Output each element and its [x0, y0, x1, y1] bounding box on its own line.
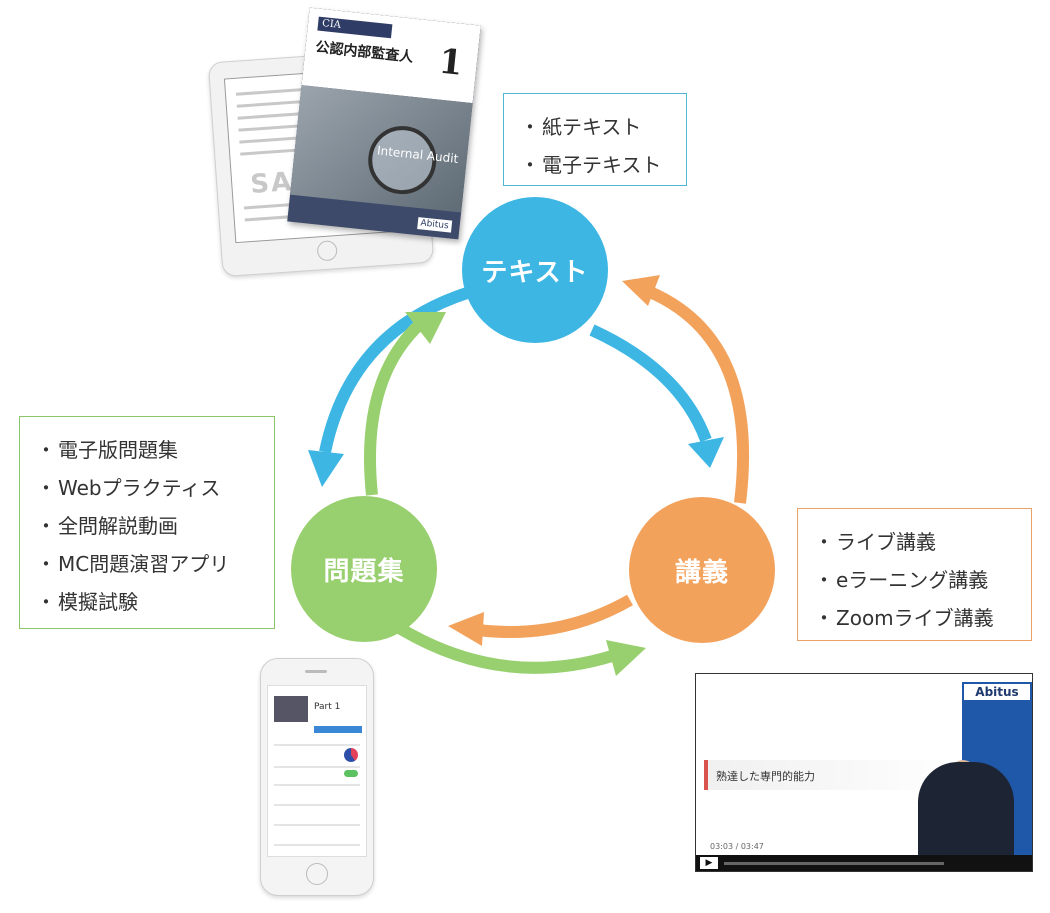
phone-toggle-icon	[344, 770, 358, 777]
arrow-text-to-lecture	[589, 324, 712, 443]
lecture-video-image: Abitus 熟達した専門的能力 03:03 / 03:47 ▶	[695, 673, 1033, 872]
phone-thumbnail	[274, 696, 308, 722]
video-slide	[704, 760, 963, 790]
text-item: 紙テキスト	[520, 108, 668, 146]
video-control-bar: ▶	[696, 855, 1032, 871]
arrow-text-to-problems	[319, 286, 472, 454]
node-lecture-label: 講義	[674, 557, 729, 588]
arrowhead-problems-to-lecture	[606, 640, 646, 676]
problems-item: Webプラクティス	[36, 469, 256, 507]
book-logo: Abitus	[416, 217, 453, 233]
node-lecture: 講義	[629, 497, 775, 643]
arrowhead-text-to-lecture	[688, 437, 724, 468]
lecture-item: eラーニング講義	[814, 561, 1013, 599]
node-text-label: テキスト	[481, 257, 589, 288]
node-problems: 問題集	[291, 496, 437, 642]
text-items-box: 紙テキスト 電子テキスト	[503, 93, 687, 186]
arrowhead-text-to-problems	[308, 450, 344, 487]
node-text: テキスト	[462, 197, 608, 343]
problems-items-box: 電子版問題集 Webプラクティス 全問解説動画 MC問題演習アプリ 模擬試験	[19, 416, 275, 629]
lecture-item: ライブ講義	[814, 523, 1013, 561]
problems-item: MC問題演習アプリ	[36, 545, 256, 583]
phone-cta-bar	[314, 726, 362, 733]
lecture-item: Zoomライブ講義	[814, 599, 1013, 637]
lecture-items-box: ライブ講義 eラーニング講義 Zoomライブ講義	[797, 508, 1032, 641]
phone-home-button-icon	[306, 863, 328, 885]
arrow-problems-to-lecture	[392, 620, 614, 674]
phone-part-label: Part 1	[314, 702, 341, 712]
arrowhead-lecture-to-problems	[448, 612, 484, 646]
tablet-home-button-icon	[316, 240, 338, 262]
phone-screen: Part 1	[267, 685, 367, 857]
problems-item: 電子版問題集	[36, 431, 256, 469]
text-item: 電子テキスト	[520, 146, 668, 184]
arrow-lecture-to-text	[647, 286, 750, 504]
play-icon: ▶	[700, 857, 718, 869]
smartphone-app-image: Part 1	[260, 658, 374, 896]
phone-pie-icon	[344, 748, 358, 762]
book-volume: 1	[437, 41, 465, 84]
video-timecode: 03:03 / 03:47	[710, 842, 764, 851]
video-logo: Abitus	[964, 684, 1030, 700]
video-progress-bar	[724, 862, 944, 865]
arrowhead-problems-to-text	[405, 312, 446, 344]
lecturer-body	[918, 762, 1014, 858]
arrow-lecture-to-problems	[477, 594, 633, 638]
problems-item: 全問解説動画	[36, 507, 256, 545]
video-slide-title: 熟達した専門的能力	[716, 770, 815, 783]
arrow-problems-to-text	[364, 319, 425, 496]
phone-speaker-icon	[305, 670, 327, 673]
textbook-cover-image: CIA 公認内部監査人 1 Internal Audit Abitus	[287, 7, 481, 240]
arrowhead-lecture-to-text	[622, 275, 660, 306]
problems-item: 模擬試験	[36, 583, 256, 621]
node-problems-label: 問題集	[323, 556, 405, 587]
